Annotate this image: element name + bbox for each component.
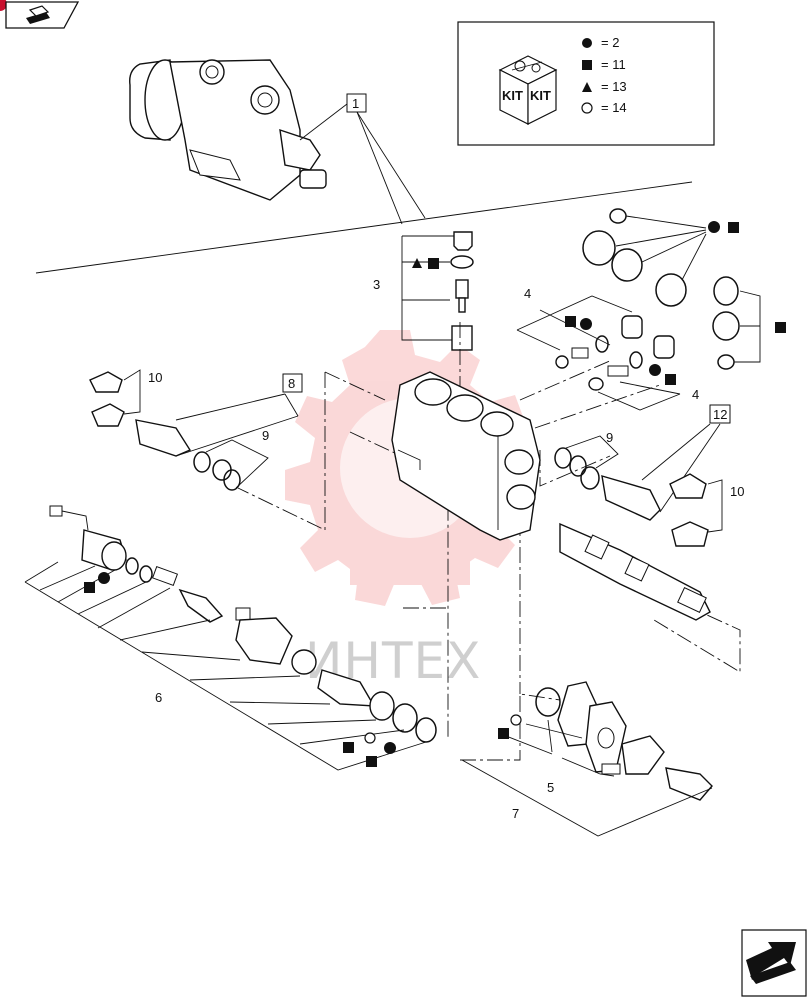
item-9-right-group <box>554 435 619 490</box>
item-10-left-group <box>89 369 141 427</box>
legend-item-2: = 11 <box>601 57 626 72</box>
item-6-leader-lines <box>24 561 427 771</box>
callout-12: 12 <box>713 407 727 422</box>
legend-circle-open-icon <box>581 102 593 114</box>
kit-legend: KIT KIT = 2 = 11 = 13 = 14 <box>457 21 715 146</box>
solenoid-stack <box>49 505 437 743</box>
callout-12-box <box>709 404 731 424</box>
nav-back-button[interactable] <box>0 0 80 29</box>
callout-10-left: 10 <box>148 370 162 385</box>
kit-box-icon: KIT KIT <box>498 55 558 125</box>
callout-9-left: 9 <box>262 428 269 443</box>
callout-3: 3 <box>373 277 380 292</box>
valve-body <box>391 371 541 541</box>
callout-10-right: 10 <box>730 484 744 499</box>
spool <box>559 522 711 621</box>
legend-circle-filled-icon <box>582 38 592 48</box>
callout-4-lower: 4 <box>692 387 699 402</box>
legend-square-filled-icon <box>582 60 592 70</box>
kit-label-left: KIT <box>502 88 523 103</box>
item-4-upper-group <box>516 295 643 369</box>
cartridge-right <box>601 423 721 521</box>
item-10-right-group <box>669 473 723 547</box>
legend-item-1: = 2 <box>601 35 619 50</box>
valve-assembly-drawing <box>129 59 348 201</box>
forward-arrow-icon <box>746 942 796 984</box>
o-ring-set-top-right <box>582 208 786 370</box>
legend-triangle-filled-icon <box>582 82 592 92</box>
callout-8: 8 <box>288 376 295 391</box>
callout-8-box <box>282 373 303 393</box>
cartridge-left <box>135 393 299 457</box>
callout-7: 7 <box>512 806 519 821</box>
callout-6: 6 <box>155 690 162 705</box>
section-divider <box>35 181 693 274</box>
callout-5: 5 <box>547 780 554 795</box>
legend-item-4: = 14 <box>601 100 627 115</box>
assembly-guide-lines <box>237 322 741 761</box>
callout-9-right: 9 <box>606 430 613 445</box>
callout-1-box <box>346 93 367 113</box>
item-3-group <box>401 231 474 351</box>
callout-1: 1 <box>352 96 359 111</box>
kit-label-right: KIT <box>530 88 551 103</box>
next-page-button[interactable] <box>741 929 807 997</box>
item-7-group <box>461 681 713 837</box>
item-9-left-group <box>193 439 269 491</box>
callout-4-upper: 4 <box>524 286 531 301</box>
item-4-lower-group <box>588 335 681 411</box>
legend-item-3: = 13 <box>601 79 627 94</box>
book-arrow-icon <box>26 5 50 24</box>
